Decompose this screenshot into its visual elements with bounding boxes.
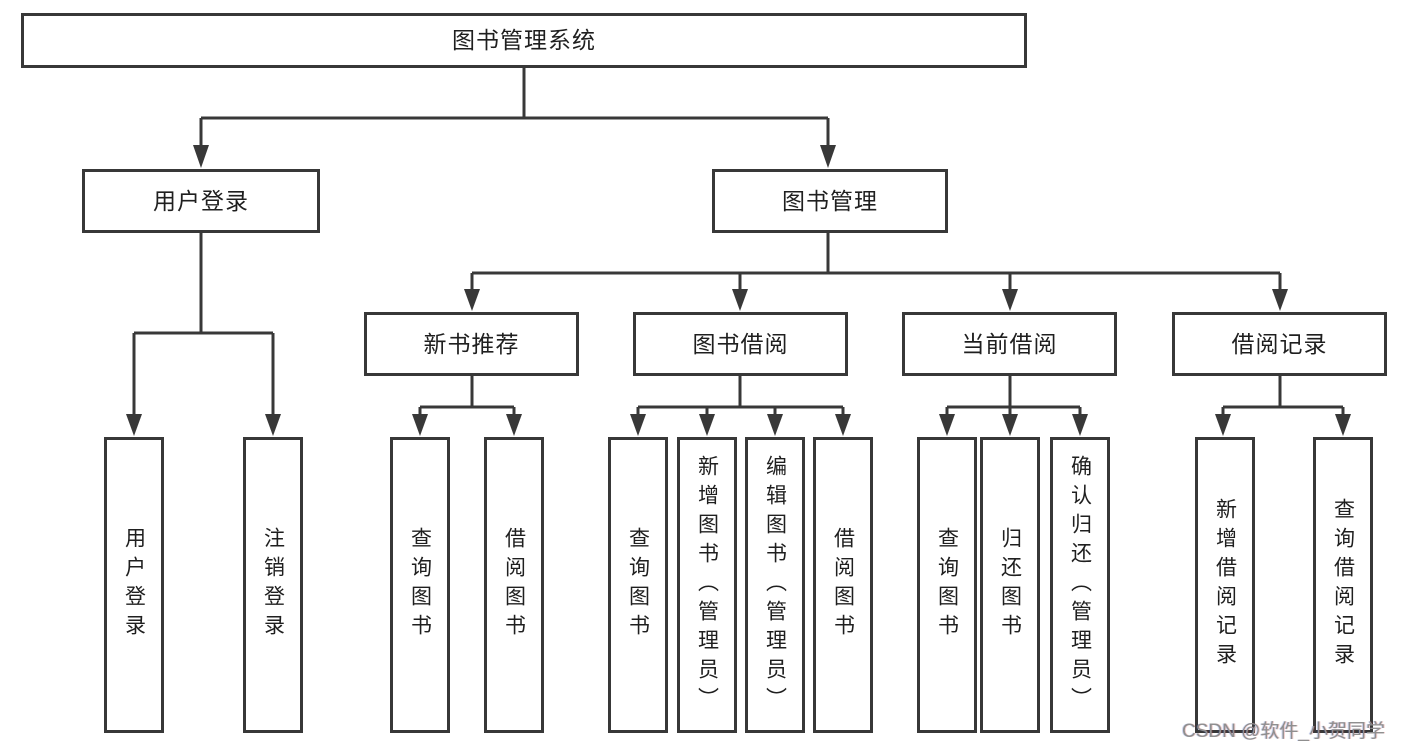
leaf-add-book-admin: 新增图书（管理员）: [677, 437, 737, 733]
leaf-borrow-books-recommend: 借阅图书: [484, 437, 544, 733]
leaf-borrow-books-borrowing: 借阅图书: [813, 437, 873, 733]
leaf-user-login: 用户登录: [104, 437, 164, 733]
node-user-login: 用户登录: [82, 169, 320, 233]
leaf-confirm-return-admin: 确认归还（管理员）: [1050, 437, 1110, 733]
node-library-system: 图书管理系统: [21, 13, 1027, 68]
leaf-query-books-current: 查询图书: [917, 437, 977, 733]
leaf-add-borrow-record: 新增借阅记录: [1195, 437, 1255, 733]
leaf-logout: 注销登录: [243, 437, 303, 733]
leaf-query-borrow-record: 查询借阅记录: [1313, 437, 1373, 733]
node-book-management: 图书管理: [712, 169, 948, 233]
node-borrowing-records: 借阅记录: [1172, 312, 1387, 376]
leaf-query-books-recommend: 查询图书: [390, 437, 450, 733]
node-book-borrowing: 图书借阅: [633, 312, 848, 376]
node-new-book-recommend: 新书推荐: [364, 312, 579, 376]
leaf-return-book: 归还图书: [980, 437, 1040, 733]
watermark: CSDN @软件_小贺同学: [1182, 721, 1385, 742]
node-current-borrowing: 当前借阅: [902, 312, 1117, 376]
leaf-edit-book-admin: 编辑图书（管理员）: [745, 437, 805, 733]
leaf-query-books-borrowing: 查询图书: [608, 437, 668, 733]
